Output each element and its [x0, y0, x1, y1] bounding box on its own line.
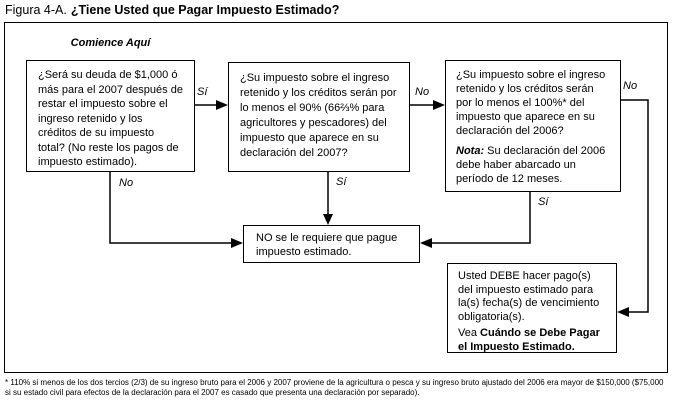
- decision-box-note: Nota: Su declaración del 2006 debe haber…: [456, 144, 610, 186]
- diagram-border: [4, 22, 668, 373]
- result-box-must-pay-text: Usted DEBE hacer pago(s) del impuesto es…: [458, 270, 600, 323]
- decision-box-100-percent: ¿Su impuesto sobre el ingreso retenido y…: [445, 60, 621, 192]
- footnote: * 110% si menos de los dos tercios (2/3)…: [5, 378, 664, 397]
- result-box-see-reference: Vea Cuándo se Debe Pagar el Impuesto Est…: [458, 327, 606, 354]
- note-label: Nota:: [456, 145, 485, 157]
- figure-title: ¿Tiene Usted que Pagar Impuesto Estimado…: [70, 3, 340, 17]
- result-box-not-required-text: NO se le requiere que pague impuesto est…: [256, 232, 398, 258]
- decision-box-100-percent-text: ¿Su impuesto sobre el ingreso retenido y…: [456, 69, 606, 137]
- edge-label-box1-yes: Sí: [197, 86, 208, 98]
- start-here-label: Comience Aquí: [70, 37, 151, 49]
- edge-label-box1-no: No: [119, 177, 134, 189]
- see-reference-bold: Cuándo se Debe Pagar el Impuesto Estimad…: [458, 327, 600, 353]
- edge-label-box2-yes: Sí: [336, 176, 347, 188]
- decision-box-90-percent: ¿Su impuesto sobre el ingreso retenido y…: [228, 62, 410, 172]
- page-title: Figura 4-A.¿Tiene Usted que Pagar Impues…: [5, 3, 339, 17]
- note-text: Su declaración del 2006 debe haber abarc…: [456, 145, 606, 185]
- edge-label-box3-yes: Sí: [538, 196, 549, 208]
- result-box-must-pay: Usted DEBE hacer pago(s) del impuesto es…: [447, 263, 617, 353]
- result-box-not-required: NO se le requiere que pague impuesto est…: [243, 225, 420, 263]
- see-prefix: Vea: [458, 327, 481, 339]
- figure-label: Figura 4-A.: [5, 3, 67, 17]
- decision-box-debt-1000-text: ¿Será su deuda de $1,000 ó más para el 2…: [38, 69, 183, 168]
- decision-box-90-percent-text: ¿Su impuesto sobre el ingreso retenido y…: [240, 72, 397, 159]
- decision-box-debt-1000: ¿Será su deuda de $1,000 ó más para el 2…: [26, 60, 195, 172]
- edge-label-box2-no: No: [415, 86, 430, 98]
- edge-label-box3-no: No: [623, 80, 638, 92]
